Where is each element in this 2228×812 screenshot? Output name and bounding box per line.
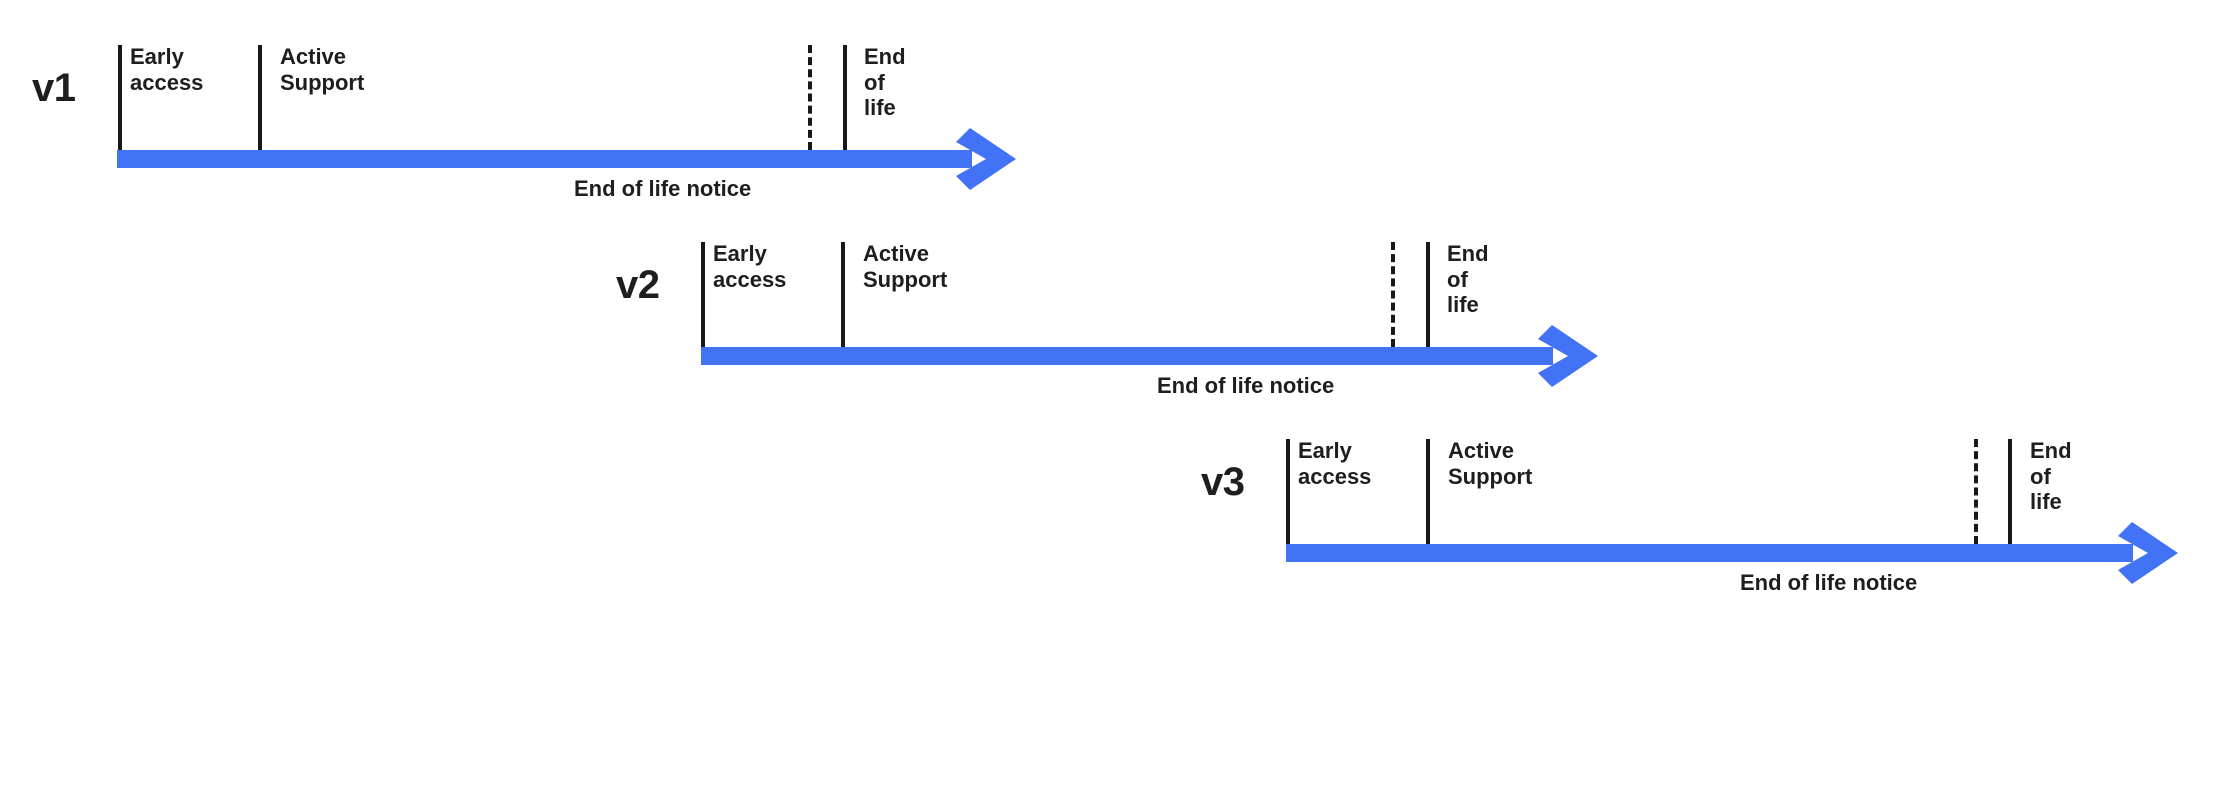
end-of-life-notice-label-v1: End of life notice xyxy=(574,176,752,201)
end-of-life-notice-marker-v3 xyxy=(1974,439,1978,544)
end-of-life-notice-marker-v2 xyxy=(1391,242,1395,347)
phase-label-v3-early-access: Early access xyxy=(1298,438,1372,489)
phase-divider-v2-early-access xyxy=(701,242,705,347)
phase-label-v3-active-support: Active Support xyxy=(1448,438,1533,489)
version-label-v1: v1 xyxy=(32,66,76,110)
phase-label-v2-active-support: Active Support xyxy=(863,241,948,292)
phase-divider-v1-early-access xyxy=(118,45,122,150)
phase-divider-v3-end-of-life xyxy=(2008,439,2012,544)
version-label-v2: v2 xyxy=(616,263,660,307)
phase-label-v1-active-support: Active Support xyxy=(280,44,365,95)
end-of-life-notice-label-v2: End of life notice xyxy=(1157,373,1335,398)
phase-divider-v3-early-access xyxy=(1286,439,1290,544)
phase-divider-v1-active-support xyxy=(258,45,262,150)
timeline-arrowhead-v1 xyxy=(954,126,1020,192)
phase-label-v1-early-access: Early access xyxy=(130,44,204,95)
end-of-life-notice-marker-v1 xyxy=(808,45,812,150)
phase-label-v2-early-access: Early access xyxy=(713,241,787,292)
phase-label-v2-end-of-life: End of life xyxy=(1447,241,1489,318)
version-label-v3: v3 xyxy=(1201,460,1245,504)
phase-label-v3-end-of-life: End of life xyxy=(2030,438,2072,515)
timeline-bar-v2 xyxy=(701,347,1553,365)
timeline-arrowhead-v2 xyxy=(1536,323,1602,389)
timeline-bar-v3 xyxy=(1286,544,2133,562)
end-of-life-notice-label-v3: End of life notice xyxy=(1740,570,1918,595)
phase-divider-v2-end-of-life xyxy=(1426,242,1430,347)
timeline-bar-v1 xyxy=(117,150,972,168)
phase-divider-v2-active-support xyxy=(841,242,845,347)
phase-label-v1-end-of-life: End of life xyxy=(864,44,906,121)
phase-divider-v3-active-support xyxy=(1426,439,1430,544)
timeline-arrowhead-v3 xyxy=(2116,520,2182,586)
phase-divider-v1-end-of-life xyxy=(843,45,847,150)
